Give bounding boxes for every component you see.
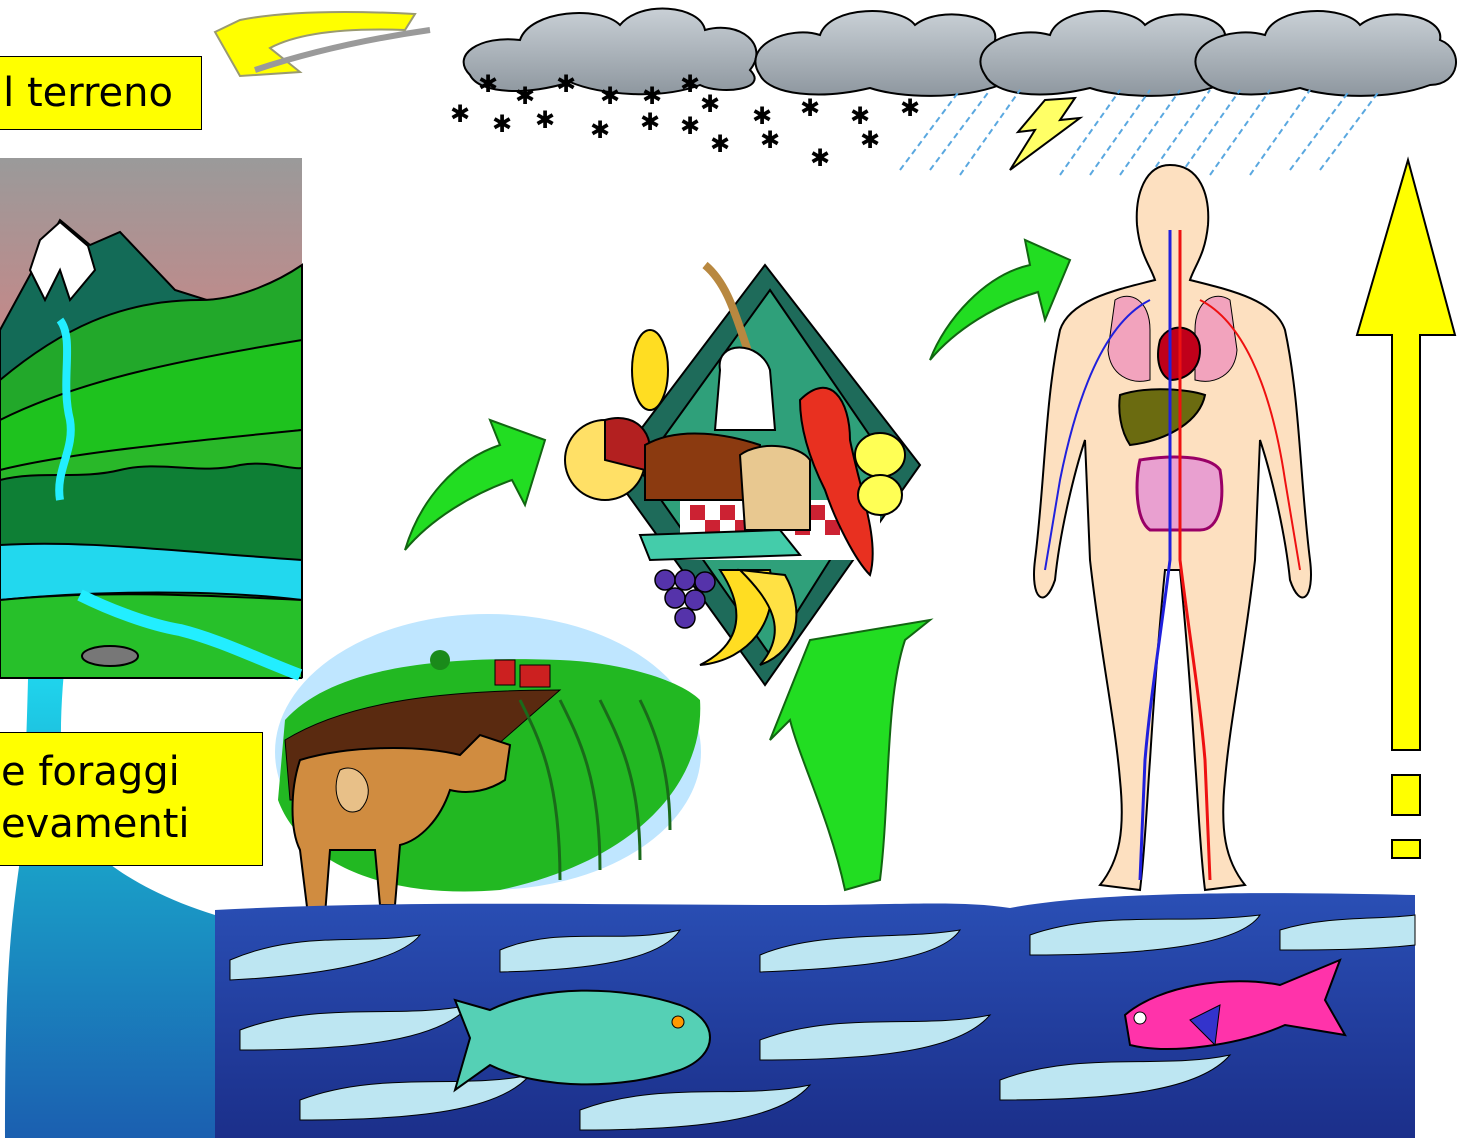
svg-text:✱: ✱	[810, 144, 830, 172]
lightning-icon	[1010, 98, 1080, 170]
svg-text:✱: ✱	[478, 70, 498, 98]
rain-icon	[900, 90, 1380, 175]
svg-text:✱: ✱	[450, 100, 470, 128]
mountain-landscape-icon	[0, 158, 302, 678]
svg-text:✱: ✱	[680, 70, 700, 98]
cloud-icon	[1195, 11, 1456, 96]
svg-text:✱: ✱	[590, 116, 610, 144]
svg-text:✱: ✱	[800, 94, 820, 122]
svg-text:✱: ✱	[556, 70, 576, 98]
svg-text:✱: ✱	[760, 126, 780, 154]
yellow-curved-arrow-icon	[215, 12, 415, 76]
svg-text:✱: ✱	[710, 130, 730, 158]
label-foraggi-line1: e foraggi	[1, 747, 180, 797]
label-terreno: l terreno	[0, 56, 202, 130]
svg-text:✱: ✱	[860, 126, 880, 154]
svg-text:✱: ✱	[640, 108, 660, 136]
svg-text:✱: ✱	[515, 82, 535, 110]
label-foraggi-line2: evamenti	[1, 799, 190, 849]
label-foraggi-allevamenti: e foraggi evamenti	[0, 732, 263, 866]
food-platter-icon	[565, 265, 920, 685]
human-body-icon	[1034, 165, 1311, 890]
svg-text:✱: ✱	[642, 82, 662, 110]
svg-text:✱: ✱	[600, 82, 620, 110]
label-terreno-text: l terreno	[3, 68, 173, 118]
svg-text:✱: ✱	[535, 106, 555, 134]
yellow-up-arrow-icon	[1357, 160, 1455, 858]
svg-text:✱: ✱	[700, 90, 720, 118]
svg-text:✱: ✱	[680, 112, 700, 140]
svg-text:✱: ✱	[492, 110, 512, 138]
svg-text:✱: ✱	[900, 94, 920, 122]
